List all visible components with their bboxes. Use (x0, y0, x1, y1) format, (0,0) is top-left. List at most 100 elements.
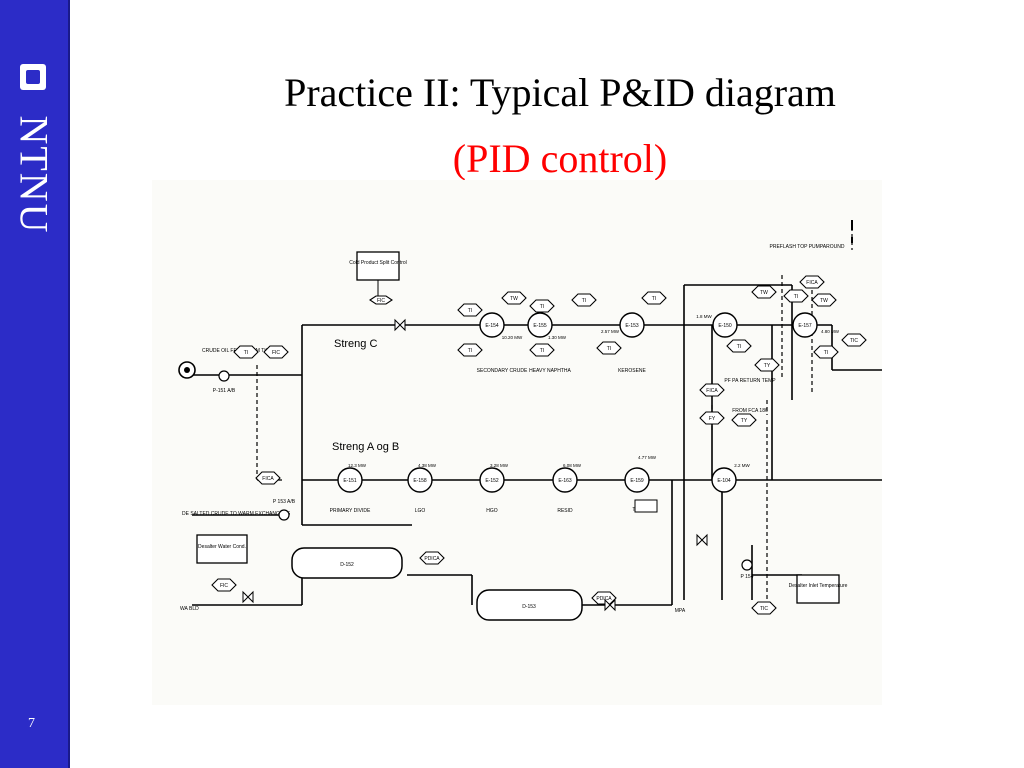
instrument-fica-2 (699, 383, 725, 397)
e157-label: E-157 (798, 323, 812, 329)
instrument-ti-1 (233, 345, 259, 359)
duty-8: 1.30 MW (548, 335, 567, 340)
exchanger-e154 (479, 312, 505, 338)
ti-label-3: TI (540, 304, 544, 310)
desalter-inlet-label: Desalter Inlet Temperature (789, 583, 848, 589)
slide-title: Practice II: Typical P&ID diagram (284, 70, 836, 115)
instrument-ti-6 (457, 343, 483, 357)
exchanger-e158 (407, 467, 433, 493)
tic-label-2: TIC (760, 606, 768, 612)
duty-1: 12.3 MW (348, 463, 367, 468)
instrument-tw-2 (751, 285, 777, 299)
e153-label: E-153 (625, 323, 639, 329)
instrument-tic-1 (841, 333, 867, 347)
pump-p151-icon (218, 370, 230, 382)
duty-10: 1.8 MW (696, 314, 712, 319)
mpa-label: MPA (675, 608, 686, 614)
instrument-pdica-1 (419, 551, 445, 565)
p151-label: P-151 A/B (213, 388, 236, 394)
resid-label: RESID (557, 508, 573, 514)
valve-icon-3 (242, 590, 254, 604)
p154-label: P 154 (741, 574, 754, 580)
duty-2: 4.38 MW (418, 463, 437, 468)
desalter-water-label: Desalter Water Cond. (198, 544, 246, 550)
instrument-tic-2 (751, 601, 777, 615)
instrument-ti-8 (596, 341, 622, 355)
pump-p154-icon (741, 559, 753, 571)
fy-label-1: FY (709, 416, 716, 422)
duty-9: 2.57 MW (601, 329, 620, 334)
tw-label-3: TW (820, 298, 828, 304)
fic-label-3: FIC (220, 583, 228, 589)
duty-6: 2.2 MW (734, 463, 750, 468)
tic-label-1: TIC (850, 338, 858, 344)
instrument-ti-7 (529, 343, 555, 357)
preflash-label: PREFLASH TOP PUMPAROUND (770, 244, 845, 250)
valve-icon-2 (604, 598, 616, 612)
exchanger-e152 (479, 467, 505, 493)
wa-bld-label: WA BLD (180, 606, 199, 612)
instrument-fic-2 (263, 345, 289, 359)
ty-label-1: TY (764, 363, 771, 369)
ti-label-10: TI (824, 350, 828, 356)
ti-label-5: TI (652, 296, 656, 302)
fica-label-1: FICA (806, 280, 818, 286)
slide-subtitle: (PID control) (452, 136, 668, 181)
instrument-ti-11 (726, 339, 752, 353)
exchanger-e157 (792, 312, 818, 338)
pump-p153-icon (278, 509, 290, 521)
instrument-ti-2 (457, 303, 483, 317)
duty-7: 10.20 MW (502, 335, 523, 340)
e163-label: E-163 (558, 478, 572, 484)
instrument-ty-2 (731, 413, 757, 427)
instrument-ti-4 (571, 293, 597, 307)
fic-label-1: FIC (377, 298, 385, 304)
pdica-label-2: PDICA (596, 596, 612, 602)
duty-4: 6.08 MW (563, 463, 582, 468)
pf-pa-return-label: PF PA RETURN TEMP (724, 378, 776, 384)
streng-ab-label: Streng A og B (332, 441, 399, 453)
valve-icon-4 (696, 533, 708, 547)
exchanger-e155 (527, 312, 553, 338)
instrument-ti-10 (813, 345, 839, 359)
e151-label: E-151 (343, 478, 357, 484)
streng-c-label: Streng C (334, 338, 377, 350)
e158-label: E-158 (413, 478, 427, 484)
secondary-crude-label: SECONDARY CRUDE (477, 368, 528, 374)
exchanger-e159 (624, 467, 650, 493)
exchanger-e150 (712, 312, 738, 338)
instrument-ti-3 (529, 299, 555, 313)
valve-icon-1 (394, 318, 406, 332)
fica-label-3: FICA (262, 476, 274, 482)
desalted-label: DE SALTED CRUDE TO WARM EXCHANGERS (182, 511, 291, 517)
e150-label: E-150 (718, 323, 732, 329)
e159-label: E-159 (630, 478, 644, 484)
duty-5: 4.77 MW (638, 455, 657, 460)
instrument-tw-1 (501, 291, 527, 305)
pdica-label-1: PDICA (424, 556, 440, 562)
primary-divide-label: PRIMARY DIVIDE (330, 508, 371, 514)
instrument-ti-9 (783, 289, 809, 303)
e104-label: E-104 (717, 478, 731, 484)
instrument-fic-1 (369, 295, 393, 305)
ti-label-4: TI (582, 298, 586, 304)
fica-label-2: FICA (706, 388, 718, 394)
e152-label: E-152 (485, 478, 499, 484)
heavy-naphtha-label: HEAVY NAPHTHA (529, 368, 571, 374)
instrument-fic-3 (211, 578, 237, 592)
kerosene-label: KEROSENE (618, 368, 646, 374)
ti-label-6: TI (468, 348, 472, 354)
duty-11: 4.80 MW (821, 329, 840, 334)
exchanger-e153 (619, 312, 645, 338)
hgo-label: HGO (486, 508, 498, 514)
p153-label: P 153 A/B (273, 499, 296, 505)
duty-3: 3.28 MW (490, 463, 509, 468)
d153-label: D-153 (522, 604, 536, 610)
fic-label-2: FIC (272, 350, 280, 356)
from-fca-label: FROM FCA 186 (732, 408, 768, 414)
e155-label: E-155 (533, 323, 547, 329)
lgo-label: LGO (415, 508, 426, 514)
instrument-fica-3 (255, 471, 281, 485)
ntnu-logo-text: NTNU (11, 115, 57, 235)
instrument-ti-5 (641, 291, 667, 305)
